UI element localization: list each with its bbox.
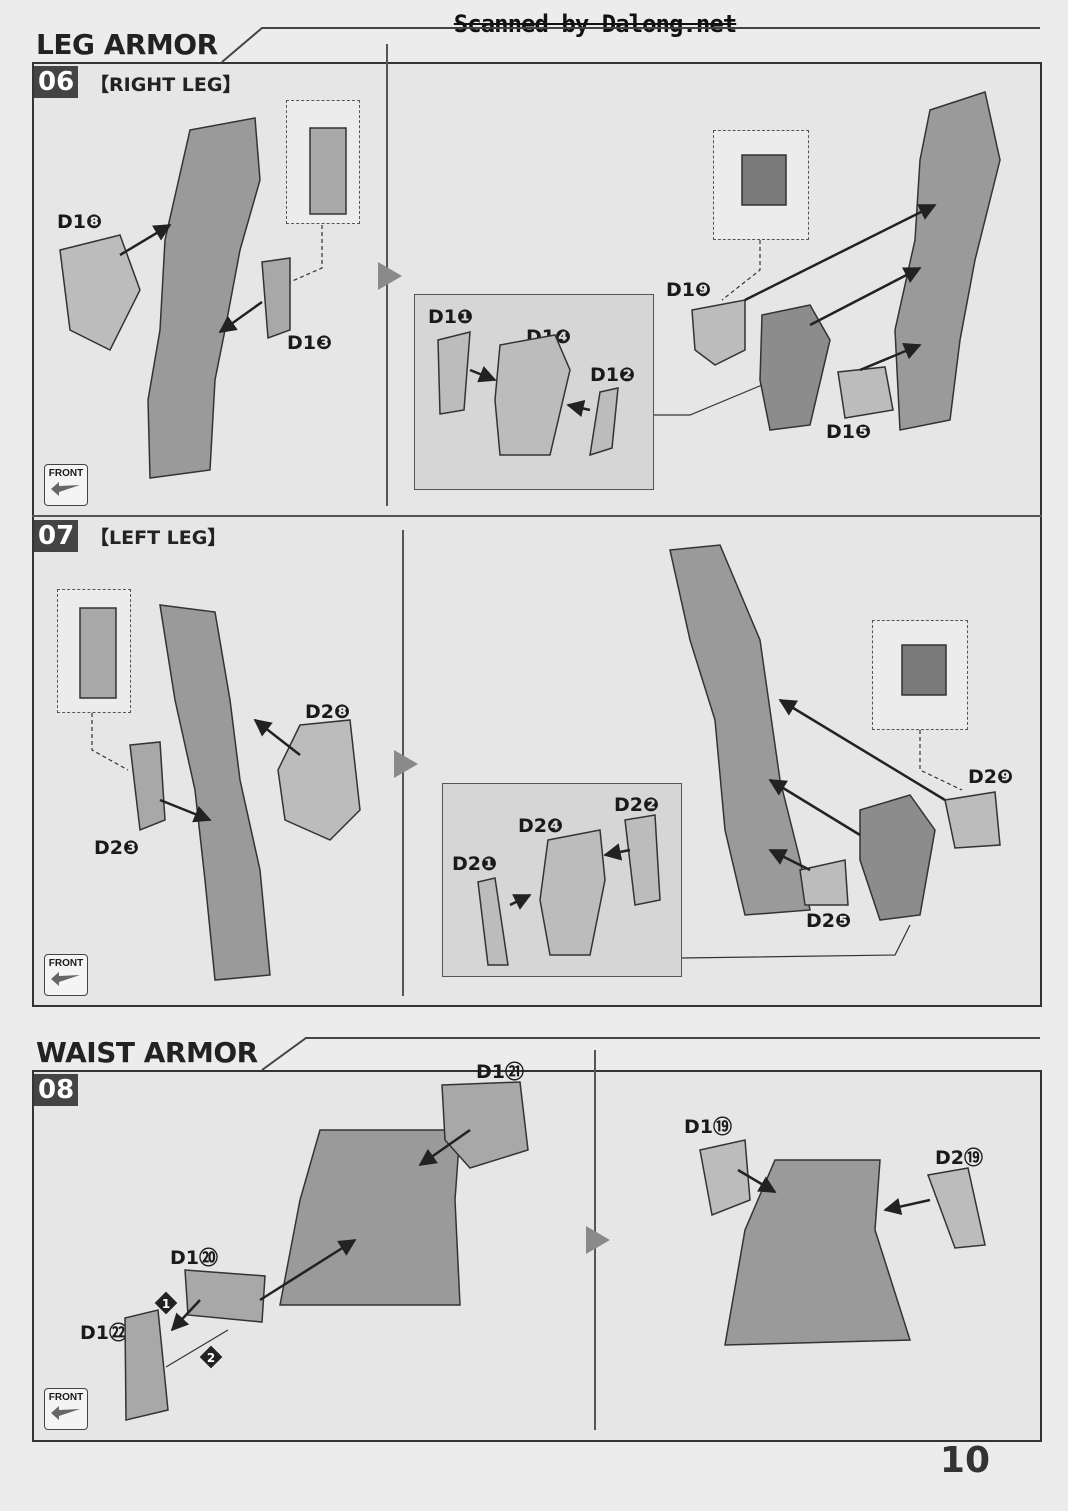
scan-watermark: Scanned by Dalong.net [453, 10, 737, 38]
part-label: D2❽ [305, 701, 351, 723]
part-label: D2❹ [518, 815, 564, 837]
part-label: D1㉑ [476, 1061, 524, 1083]
step07-detail-box [57, 589, 131, 713]
part-label: D2❶ [452, 853, 498, 875]
part-label: D2❷ [614, 794, 660, 816]
step-number-07: 07 [34, 520, 79, 552]
step08-next-arrow [586, 1226, 610, 1254]
section-title-waist-armor: WAIST ARMOR [36, 1036, 258, 1069]
front-label: FRONT [48, 468, 84, 479]
step06-detail-box [286, 100, 360, 224]
front-indicator: FRONT [44, 954, 88, 996]
part-label: D1⑳ [170, 1247, 218, 1269]
part-label: D1⑲ [684, 1116, 732, 1138]
part-label: D2❸ [94, 837, 140, 859]
part-label: D2⑲ [935, 1147, 983, 1169]
step-number-06: 06 [34, 66, 79, 98]
front-indicator: FRONT [44, 464, 88, 506]
part-label: D1❶ [428, 306, 474, 328]
front-arrow-icon [51, 482, 80, 496]
section-title-leg-armor: LEG ARMOR [36, 28, 218, 61]
part-label: D2❾ [968, 766, 1014, 788]
step07-next-arrow [394, 750, 418, 778]
part-label: D1❸ [287, 332, 333, 354]
part-label: D1❽ [57, 211, 103, 233]
front-label: FRONT [48, 1392, 84, 1403]
part-label: D1❹ [526, 326, 572, 348]
step-label-left-leg: 【LEFT LEG】 [90, 527, 227, 549]
title-deco-line [221, 27, 1040, 63]
step06-next-arrow [378, 262, 402, 290]
part-label: D2❺ [806, 910, 852, 932]
panel-split-line [32, 515, 1042, 517]
part-label: D1❾ [666, 279, 712, 301]
page-number: 10 [939, 1440, 990, 1481]
front-indicator: FRONT [44, 1388, 88, 1430]
step07-detail-box-right [872, 620, 968, 730]
part-label: D1㉒ [80, 1322, 128, 1344]
step06-detail-box-right [713, 130, 809, 240]
step-label-right-leg: 【RIGHT LEG】 [90, 74, 242, 96]
step-number-08: 08 [34, 1074, 79, 1106]
part-label: D1❷ [590, 364, 636, 386]
part-label: D1❺ [826, 421, 872, 443]
front-arrow-icon [51, 1406, 80, 1420]
front-label: FRONT [48, 958, 84, 969]
front-arrow-icon [51, 972, 80, 986]
title-deco-line [261, 1037, 1040, 1071]
